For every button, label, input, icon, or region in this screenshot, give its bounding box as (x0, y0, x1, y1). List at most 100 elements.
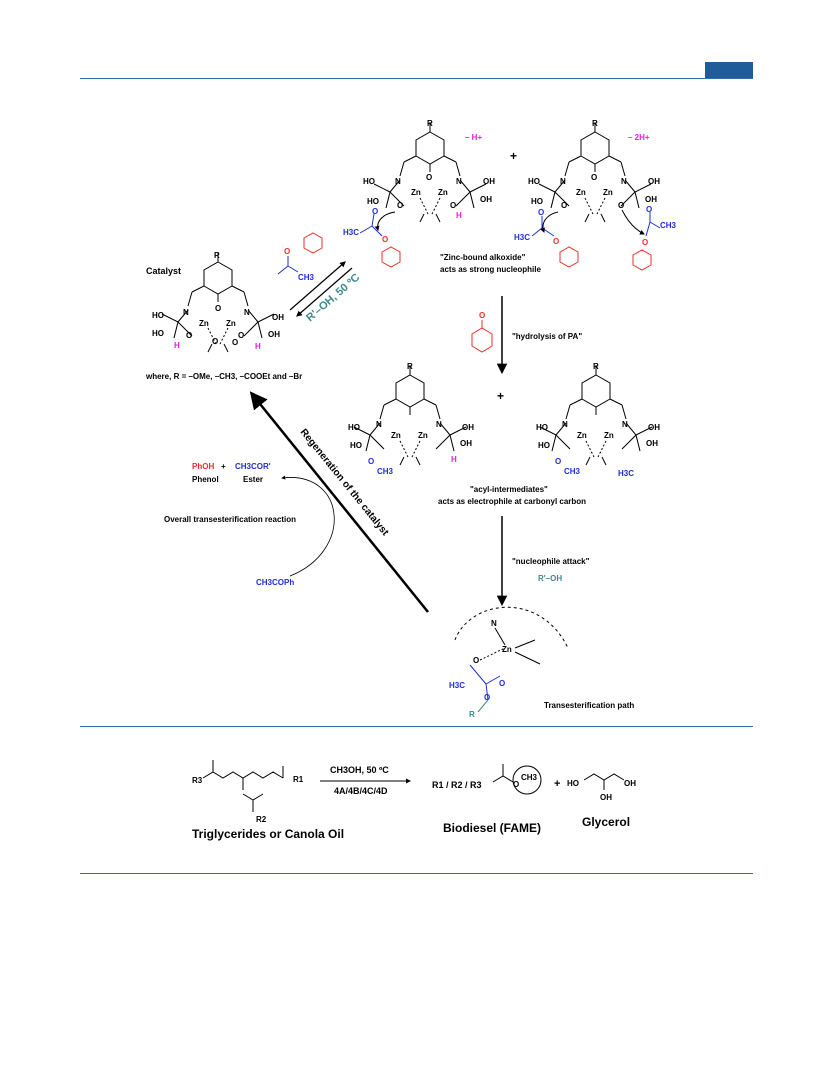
r-definition: where, R = –OMe, –CH3, –COOEt and –Br (145, 372, 302, 381)
hydrolysis-label: "hydrolysis of PA" (512, 332, 582, 341)
atom-label: R (427, 119, 433, 128)
atom-label: OH (483, 177, 495, 186)
alkoxide-structure-2: R N N O Zn Zn HO HO OH OH O O – 2H+ (528, 119, 660, 223)
reverse-arrow (296, 267, 353, 317)
atom-label: HO (348, 423, 360, 432)
atom-label: N (376, 420, 382, 429)
nucleophile-attack-label: "nucleophile attack" (512, 557, 590, 566)
atom-label: OH (646, 439, 658, 448)
atom-label: Zn (226, 319, 236, 328)
conditions-bottom: 4A/4B/4C/4D (334, 786, 388, 796)
atom-label: HO (152, 329, 164, 338)
atom-label: O (450, 201, 456, 210)
glycerol-structure (583, 773, 625, 790)
atom-label: CH3 (298, 273, 315, 282)
phenol-formula: PhOH (192, 462, 214, 471)
transesterification-path-label: Transesterification path (544, 701, 634, 710)
bound-phenyl-acetate-1 (359, 211, 401, 268)
atom-label: Zn (604, 431, 614, 440)
atom-label: R (593, 362, 599, 371)
atom-label: HO (350, 441, 362, 450)
atom-label: OH (480, 195, 492, 204)
reactant-label: Triglycerides or Canola Oil (192, 827, 344, 841)
catalyst-label: Catalyst (146, 266, 181, 276)
product2-label: Glycerol (582, 815, 630, 829)
plus-sign: + (554, 778, 560, 790)
atom-label: O (397, 201, 403, 210)
plus-sign: + (497, 389, 504, 403)
acyl-intermediate-2: R N N Zn Zn HO HO OH OH O CH3 H3C (536, 362, 660, 478)
atom-label: O (642, 238, 648, 247)
atom-label: Zn (603, 188, 613, 197)
triglyceride-structure (202, 760, 284, 812)
header-tab (705, 62, 753, 78)
atom-label: H3C (514, 233, 530, 242)
minus-h-label: – H+ (465, 133, 482, 142)
atom-label: O (426, 173, 432, 182)
forward-arrow (289, 261, 346, 311)
atom-label: HO (152, 311, 164, 320)
top-rule (80, 78, 753, 79)
atom-label: N (456, 177, 462, 186)
transesterification-structure (454, 606, 569, 713)
atom-label: O (382, 235, 388, 244)
acyl-intermediate-1: R N N Zn Zn HO HO OH OH O CH3 H (348, 362, 474, 476)
plus-sign: + (510, 149, 517, 163)
phenoxide (471, 327, 493, 353)
atom-label: O (618, 201, 624, 210)
regeneration-label: Regeneration of the catalyst (298, 427, 391, 539)
phenyl-acetate (277, 232, 323, 275)
atom-label: H (174, 341, 180, 350)
atom-label: HO (367, 197, 379, 206)
atom-label: Zn (199, 319, 209, 328)
atom-label: O (186, 331, 192, 340)
atom-label: Zn (438, 188, 448, 197)
atom-label: O (591, 173, 597, 182)
atom-label: Zn (411, 188, 421, 197)
atom-label: N (562, 420, 568, 429)
atom-label: O (499, 679, 505, 688)
conditions-top: CH3OH, 50 ºC (330, 765, 389, 775)
product1-prefix: R1 / R2 / R3 (432, 780, 482, 790)
atom-label: Zn (576, 188, 586, 197)
atom-label: CH3 (521, 773, 538, 782)
atom-label: O (555, 457, 561, 466)
atom-label: O (646, 205, 652, 214)
atom-label: O (238, 331, 244, 340)
atom-label: OH (600, 793, 612, 802)
zinc-alkoxide-subtitle: acts as strong nucleophile (440, 265, 541, 274)
middle-rule (80, 726, 753, 727)
atom-label: OH (624, 779, 636, 788)
phenol-name: Phenol (192, 475, 219, 484)
atom-label: O (212, 337, 218, 346)
atom-label: OH (268, 330, 280, 339)
plus-sign: + (221, 462, 226, 471)
atom-label: N (244, 308, 250, 317)
atom-label: N (395, 177, 401, 186)
atom-label: Zn (577, 431, 587, 440)
atom-label: O (561, 201, 567, 210)
atom-label: O (232, 338, 238, 347)
fame-structure (492, 764, 542, 795)
reactant-formula: CH3COPh (256, 578, 294, 587)
atom-label: HO (536, 423, 548, 432)
atom-label: O (284, 247, 290, 256)
atom-label: N (560, 177, 566, 186)
acyl-subtitle: acts as electrophile at carbonyl carbon (438, 497, 586, 506)
atom-label: H (255, 342, 261, 351)
atom-label: HO (567, 779, 579, 788)
atom-label: H3C (343, 228, 359, 237)
atom-label: HO (363, 177, 375, 186)
atom-label: OH (648, 177, 660, 186)
atom-label: O (513, 780, 519, 789)
ester-name: Ester (243, 475, 263, 484)
atom-label: HO (531, 197, 543, 206)
acyl-title: "acyl-intermediates" (470, 485, 548, 494)
bottom-rule (80, 873, 753, 874)
atom-label: O (538, 208, 544, 217)
atom-label: OH (460, 439, 472, 448)
atom-label: CH3 (377, 467, 394, 476)
catalyst-structure: R N N O Zn Zn HO HO OH OH O O O O H H (152, 251, 284, 353)
atom-label: N (621, 177, 627, 186)
